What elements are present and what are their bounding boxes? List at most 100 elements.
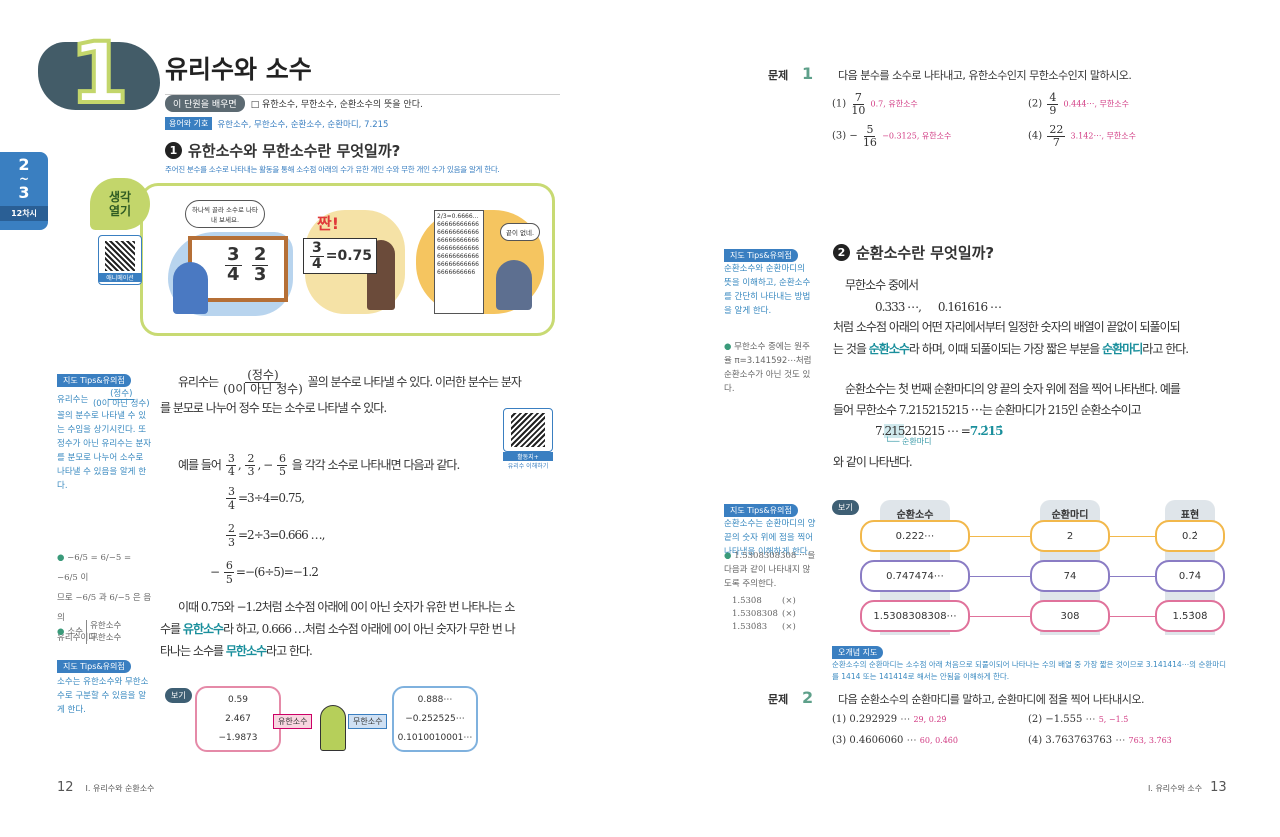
text: 유리수이다. <box>57 633 99 643</box>
tip-head: 지도 Tips&유의점 <box>57 374 131 387</box>
text: 라 하고, 0.666 …처럼 소수점 아래에 0이 아닌 숫자가 무한 번 나 <box>223 622 516 636</box>
unit-badge <box>38 42 160 110</box>
problem-2-items: (1) 0.292929 ⋯ 29, 0.2̇9̇(2) −1.555 ⋯ 5,… <box>832 714 1232 746</box>
tip-head: 지도 Tips&유의점 <box>57 660 131 673</box>
text: 를 분모로 나누어 정수 또는 소수로 나타낼 수 있다. <box>160 401 387 415</box>
text: 라 하며, 이때 되풀이되는 가장 짧은 부분을 <box>908 342 1103 356</box>
page-title: 유리수와 소수 <box>165 55 312 84</box>
text: 7.2̇15̇ <box>969 424 1004 438</box>
text: 4 <box>227 465 235 478</box>
text: 1.530̇8̇3 <box>732 622 768 632</box>
text: 예를 들어 <box>178 458 222 472</box>
terms-label: 용어와 기호 <box>165 117 213 130</box>
text: − <box>210 565 220 579</box>
text: 0.888⋯ <box>417 695 453 705</box>
text: (정수) <box>108 389 135 400</box>
tip-dot-notation: 지도 Tips&유의점 순환소수는 순환마디의 양 끝의 숫자 위에 점을 찍어… <box>724 498 816 559</box>
tip-text: 유리수는 <box>57 394 89 405</box>
answer: 0.7, 유한소수 <box>870 99 918 109</box>
text: 1.5308308308 ⋯을 다음과 같이 나타내지 않도록 주의한다. <box>724 551 816 589</box>
text: 순환마디 <box>902 437 932 446</box>
section-heading-2: 2 순환소수란 무엇일까? <box>833 242 994 263</box>
text: 들어 무한소수 7.215215215 ⋯는 순환마디가 215인 순환소수이고 <box>833 403 1142 417</box>
text: (1) 0.292929 ⋯ <box>832 714 911 725</box>
tip-repeating: 지도 Tips&유의점 순환소수와 순환마디의 뜻을 이해하고, 순환소수를 간… <box>724 243 814 318</box>
text: 4 <box>227 263 240 285</box>
text: 215 <box>884 424 905 438</box>
note-negative-fraction: ● −6/5 = 6/−5 = −6/5 이 므로 −6/5 과 6/−5 은 … <box>57 548 152 648</box>
text: 유리수는 <box>178 375 219 389</box>
example-label: 보기 <box>165 688 192 703</box>
text: 2/3=0.6666… <box>437 213 479 220</box>
text: 무한소수 중에는 원주율 π=3.141592⋯처럼 순환소수가 아닌 것도 있… <box>724 342 812 394</box>
section-heading: 1 유한소수와 무한소수란 무엇일까? <box>165 140 400 161</box>
side-tab-top: 2 <box>18 155 30 174</box>
term-period: 순환마디 <box>1102 342 1143 356</box>
qr-label: 활동지+ <box>503 452 553 461</box>
speech-bubble-boy: 끝이 없네. <box>500 223 541 241</box>
text: 0.1010010001⋯ <box>397 733 473 743</box>
example-cell: 0.222⋯ <box>860 520 970 552</box>
text: (1) <box>832 98 847 110</box>
opener-label-text: 생각 열기 <box>108 190 132 218</box>
tip-decimal: 지도 Tips&유의점 소수는 유한소수와 무한소수로 구분할 수 있음을 알게… <box>57 654 152 717</box>
qr-label: 애니메이션 <box>99 273 141 282</box>
text: 꼴의 분수로 나타낼 수 있다. 이러한 분수는 분자 <box>307 375 522 389</box>
qr-activity[interactable]: 활동지+ 유리수 이해하기 <box>503 408 553 470</box>
example-cell: 1.53̇08̇ <box>1155 600 1225 632</box>
text: (0이 아닌 정수) <box>92 398 150 409</box>
tip-head: 지도 Tips&유의점 <box>724 504 798 517</box>
qr-animation[interactable]: 애니메이션 <box>98 235 142 285</box>
tip-text: 소수는 유한소수와 무한소수로 구분할 수 있음을 알게 한다. <box>57 677 149 715</box>
text: −6/5 = 6/−5 = −6/5 이 <box>57 553 132 583</box>
footer-chapter: Ⅰ. 유리수와 소수 <box>1148 784 1203 793</box>
tip-rational: 지도 Tips&유의점 유리수는 (정수)(0이 아닌 정수) 꼴의 분수로 나… <box>57 368 152 493</box>
text: 5 <box>864 123 876 137</box>
text: 와 같이 나타낸다. <box>833 455 913 469</box>
text: 1.5308308̇ <box>732 609 778 619</box>
text: 2.467 <box>225 714 251 724</box>
text: (3) 0.4606060 ⋯ <box>832 735 917 746</box>
terms-text: 유한소수, 무한소수, 순환소수, 순환마디, 7.215̇ <box>217 119 389 130</box>
text: =3÷4=0.75, <box>238 491 305 505</box>
text: =0.75 <box>325 248 373 265</box>
section-title: 순환소수란 무엇일까? <box>856 244 995 262</box>
text: (4) <box>1028 130 1043 142</box>
section-subtext: 주어진 분수를 소수로 나타내는 활동을 통해 소수점 아래의 수가 유한 개인… <box>165 165 500 174</box>
misconception-text: 순환소수의 순환마디는 소수점 아래 처음으로 되풀이되어 나타나는 수의 배열… <box>832 660 1227 681</box>
goal-row: 이 단원을 배우면 □ 유한소수, 무한소수, 순환소수의 뜻을 안다. <box>165 94 560 112</box>
text: 타나는 소수를 <box>160 644 226 658</box>
infinite-tag: 무한소수 <box>348 714 388 729</box>
text: (3) <box>832 130 847 142</box>
footer-left: 12 Ⅰ. 유리수와 순환소수 <box>57 780 154 795</box>
problem-2: 문제 2 다음 순환소수의 순환마디를 말하고, 순환마디에 점을 찍어 나타내… <box>768 688 1144 707</box>
text: 무한소수 중에서 <box>845 278 919 292</box>
text: 3 <box>247 465 254 478</box>
text: 3 <box>226 485 236 499</box>
text: (×) <box>782 622 796 632</box>
goal-text: □ 유한소수, 무한소수, 순환소수의 뜻을 안다. <box>250 100 423 110</box>
problem-label: 문제 <box>768 69 789 82</box>
infinite-box: 0.888⋯−0.252525⋯0.1010010001⋯ <box>392 686 478 752</box>
text: (×) <box>782 596 796 606</box>
problem-label: 문제 <box>768 693 789 706</box>
qr-code-icon <box>105 241 135 271</box>
text: (2) <box>1028 98 1043 110</box>
example-cell: 1.5308308308⋯ <box>860 600 970 632</box>
text: 수를 <box>160 622 183 636</box>
example-cell: 74 <box>1030 560 1110 592</box>
text: 0.59 <box>227 695 249 705</box>
text: 10 <box>851 103 866 117</box>
text: 무한소수 <box>90 633 122 643</box>
character-icon <box>320 705 346 751</box>
text: 0.333 ⋯, 0.161616 ⋯ <box>875 300 1002 314</box>
